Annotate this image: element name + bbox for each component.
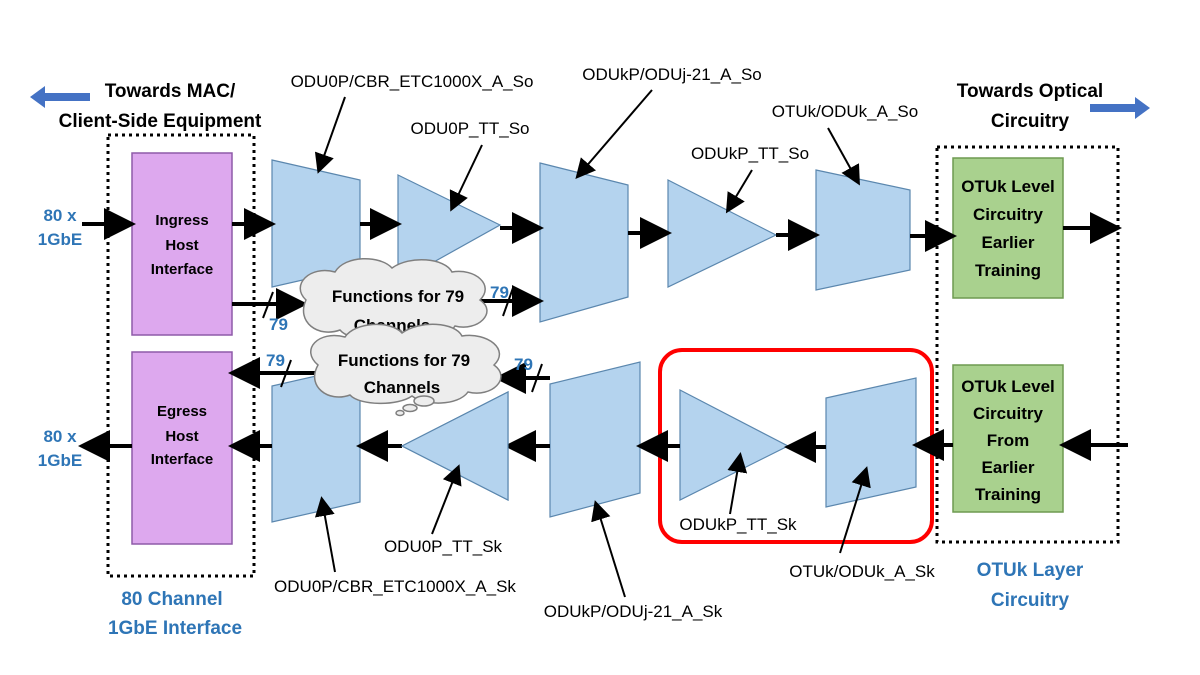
label-odu0p-cbr-sk: ODU0P/CBR_ETC1000X_A_Sk bbox=[274, 577, 516, 596]
otuk-rx-line2: Circuitry bbox=[973, 404, 1043, 423]
odukp-tt-sk-block bbox=[679, 389, 790, 501]
otuk-tx-line1: OTUk Level bbox=[961, 177, 1055, 196]
leader-arrow bbox=[839, 466, 871, 554]
egress-label-line2: Host bbox=[165, 428, 198, 445]
bus-slash-icon bbox=[262, 291, 274, 319]
ingress-label-line1: Ingress bbox=[155, 212, 208, 229]
input-port-line1: 80 x bbox=[43, 206, 77, 225]
left-footer-line1: 80 Channel bbox=[121, 589, 222, 610]
odu0p-tt-sk-block bbox=[400, 391, 509, 501]
right-header-line1: Towards Optical bbox=[957, 81, 1103, 102]
client-interface-boundary bbox=[106, 133, 256, 578]
leader-arrow bbox=[725, 169, 753, 214]
ingress-label-line3: Interface bbox=[151, 261, 214, 278]
label-odu0p-tt-sk: ODU0P_TT_Sk bbox=[384, 537, 503, 556]
otuk-tx-line4: Training bbox=[975, 261, 1041, 280]
odukp-oduj-sk-block bbox=[549, 361, 641, 518]
right-footer-line1: OTUk Layer bbox=[977, 560, 1084, 581]
output-port-line1: 80 x bbox=[43, 427, 77, 446]
otuk-layer-boundary bbox=[935, 145, 1120, 544]
odukp-oduj-so-block bbox=[539, 162, 629, 323]
label-odu0p-tt-so: ODU0P_TT_So bbox=[410, 119, 529, 138]
leader-arrow bbox=[315, 496, 336, 573]
leader-arrow bbox=[449, 144, 483, 212]
otuk-rx-line3: From bbox=[987, 431, 1030, 450]
otuk-rx-line1: OTUk Level bbox=[961, 377, 1055, 396]
label-odukp-oduj-sk: ODUkP/ODUj-21_A_Sk bbox=[544, 602, 723, 621]
label-odukp-oduj-so: ODUkP/ODUj-21_A_So bbox=[582, 65, 762, 84]
leader-arrow bbox=[575, 89, 653, 180]
right-direction-arrow-icon bbox=[1090, 97, 1150, 119]
right-footer-line2: Circuitry bbox=[991, 590, 1070, 611]
bus-slash-icon bbox=[531, 363, 543, 393]
otuk-oduk-sk-block bbox=[825, 377, 917, 508]
leader-arrow bbox=[591, 500, 626, 598]
bottom-right-count: 79 bbox=[514, 355, 533, 374]
egress-label-line1: Egress bbox=[157, 403, 207, 420]
odukp-tt-so-block bbox=[667, 179, 778, 288]
left-direction-arrow-icon bbox=[30, 86, 90, 108]
otuk-rx-circuitry bbox=[952, 364, 1064, 513]
ingress-label-line2: Host bbox=[165, 237, 198, 254]
bottom-functions-cloud bbox=[310, 323, 502, 417]
input-port-line2: 1GbE bbox=[38, 230, 82, 249]
label-otuk-oduk-sk: OTUk/ODUk_A_Sk bbox=[789, 562, 935, 581]
right-header-line2: Circuitry bbox=[991, 111, 1070, 132]
bus-slash-icon bbox=[502, 287, 514, 317]
output-port-line2: 1GbE bbox=[38, 451, 82, 470]
bottom-cloud-line2: Channels bbox=[364, 378, 441, 397]
ingress-host-interface bbox=[131, 152, 233, 336]
label-odukp-tt-so: ODUkP_TT_So bbox=[691, 144, 809, 163]
bottom-left-count: 79 bbox=[266, 351, 285, 370]
leader-arrow bbox=[727, 452, 748, 515]
otuk-tx-line2: Circuitry bbox=[973, 205, 1043, 224]
leader-arrow bbox=[827, 127, 860, 186]
egress-label-line3: Interface bbox=[151, 451, 214, 468]
label-otuk-oduk-so: OTUk/ODUk_A_So bbox=[772, 102, 918, 121]
top-right-count: 79 bbox=[490, 283, 509, 302]
left-header-line1: Towards MAC/ bbox=[105, 81, 236, 102]
label-odu0p-cbr-so: ODU0P/CBR_ETC1000X_A_So bbox=[291, 72, 534, 91]
leader-arrow bbox=[431, 464, 462, 535]
egress-host-interface bbox=[131, 351, 233, 545]
otuk-rx-line4: Earlier bbox=[982, 458, 1035, 477]
bus-slash-icon bbox=[280, 359, 292, 388]
otuk-tx-line3: Earlier bbox=[982, 233, 1035, 252]
top-left-count: 79 bbox=[269, 315, 288, 334]
otuk-oduk-so-block bbox=[815, 169, 911, 291]
leader-arrow bbox=[314, 96, 346, 174]
otuk-rx-line5: Training bbox=[975, 485, 1041, 504]
left-header-line2: Client-Side Equipment bbox=[59, 111, 262, 132]
top-cloud-line1: Functions for 79 bbox=[332, 287, 464, 306]
left-footer-line2: 1GbE Interface bbox=[108, 618, 242, 639]
label-odukp-tt-sk: ODUkP_TT_Sk bbox=[679, 515, 797, 534]
bottom-cloud-line1: Functions for 79 bbox=[338, 351, 470, 370]
